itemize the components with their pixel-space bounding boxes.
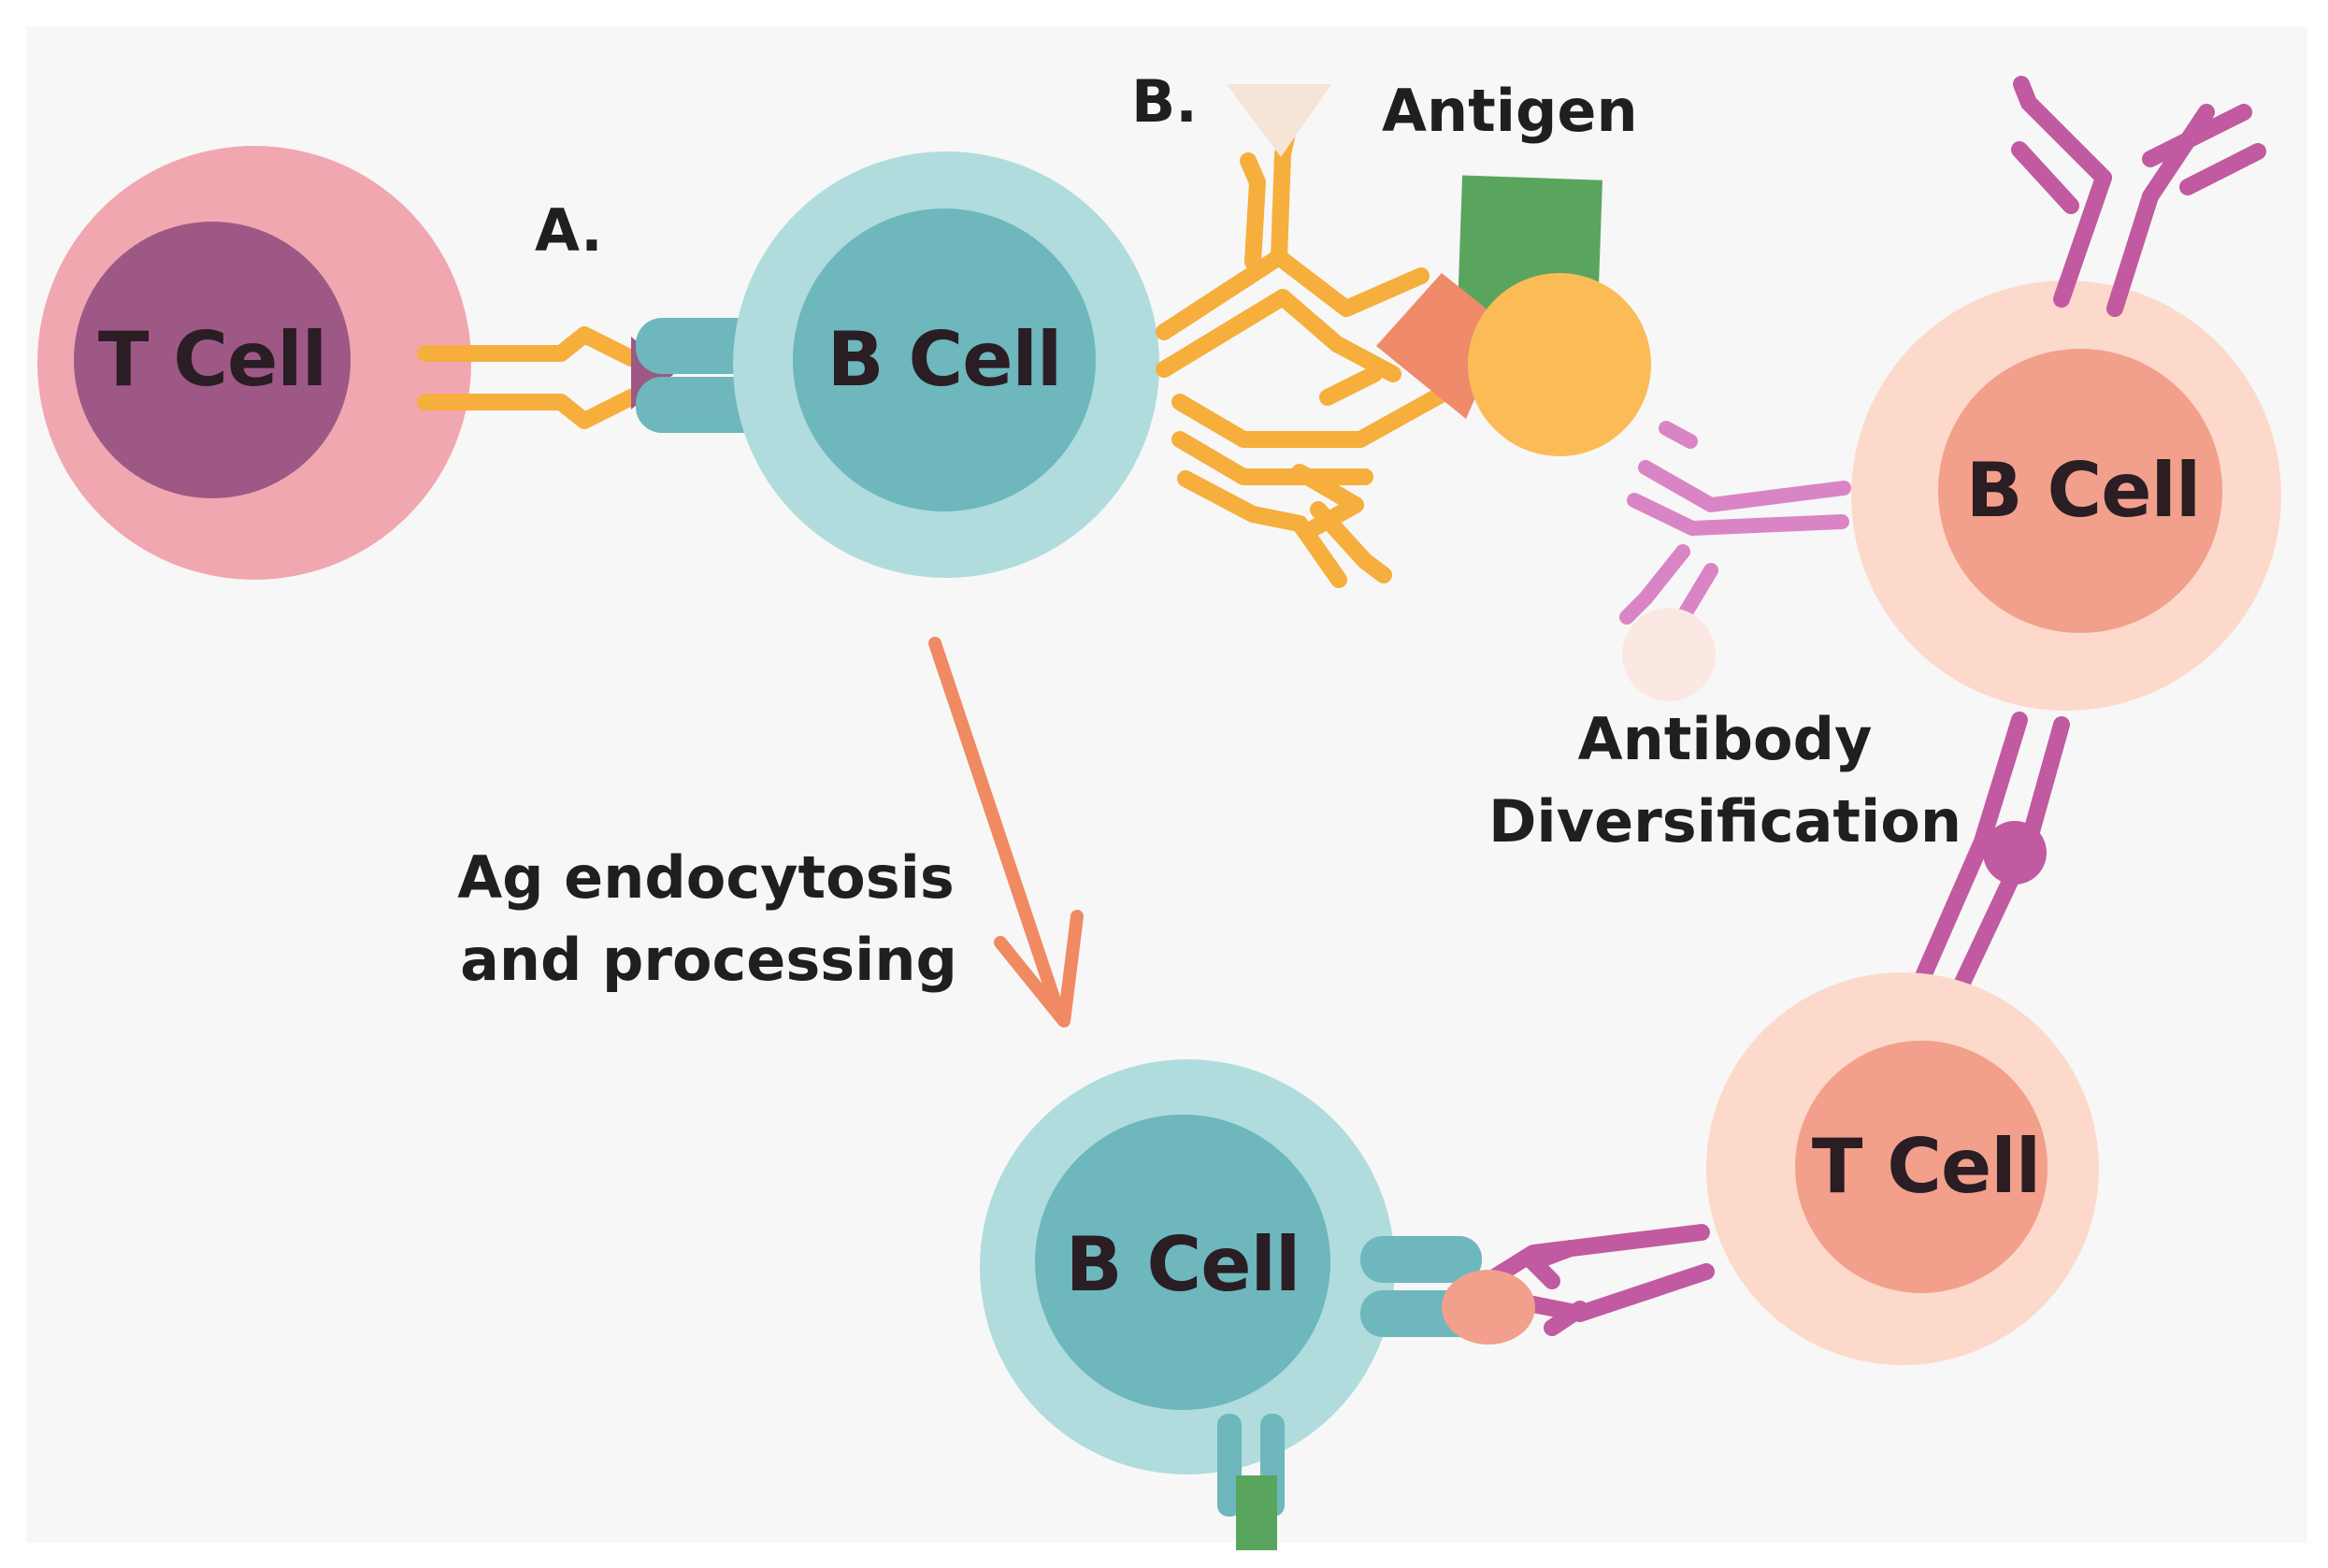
antibody-teal-bottom bbox=[1217, 1414, 1285, 1550]
peptide-blob bbox=[1442, 1270, 1535, 1345]
antigen-triangle-small bbox=[1227, 84, 1331, 157]
t-cell-bottom-label: T Cell bbox=[1812, 1123, 2040, 1210]
t-cell-left: T Cell bbox=[37, 146, 471, 580]
antigen-label: Antigen bbox=[1382, 77, 1638, 145]
antigen-white-circle bbox=[1622, 608, 1716, 701]
antibody-magenta-top bbox=[2011, 76, 2266, 317]
endocytosis-label-line1: Ag endocytosis bbox=[457, 843, 955, 912]
marker-a: A. bbox=[535, 196, 603, 265]
t-cell-left-label: T Cell bbox=[98, 316, 326, 403]
b-cell-top-label: B Cell bbox=[827, 316, 1062, 403]
tcr-bottom bbox=[1487, 1224, 1715, 1336]
connector-node bbox=[1983, 821, 2047, 885]
b-cell-right: B Cell bbox=[1851, 281, 2281, 711]
marker-b: B. bbox=[1131, 67, 1198, 136]
process-arrow bbox=[928, 637, 1084, 1028]
t-cell-receptor bbox=[417, 326, 639, 429]
t-cell-bottom: T Cell bbox=[1706, 972, 2099, 1365]
antibody-yellow-lower bbox=[1171, 384, 1453, 588]
antigen-circle bbox=[1468, 273, 1651, 456]
b-cell-bottom: B Cell bbox=[980, 1059, 1395, 1474]
antibody-label-line1: Antibody bbox=[1578, 705, 1873, 773]
endocytosis-label-line2: and processing bbox=[460, 926, 957, 994]
b-cell-right-label: B Cell bbox=[1966, 447, 2201, 534]
antibody-yellow-upper bbox=[1156, 111, 1430, 406]
antibody-label-line2: Diversification bbox=[1488, 787, 1962, 856]
b-cell-bottom-label: B Cell bbox=[1066, 1221, 1301, 1308]
antibody-pink bbox=[1619, 421, 1851, 625]
b-cell-top: B Cell bbox=[733, 151, 1159, 578]
